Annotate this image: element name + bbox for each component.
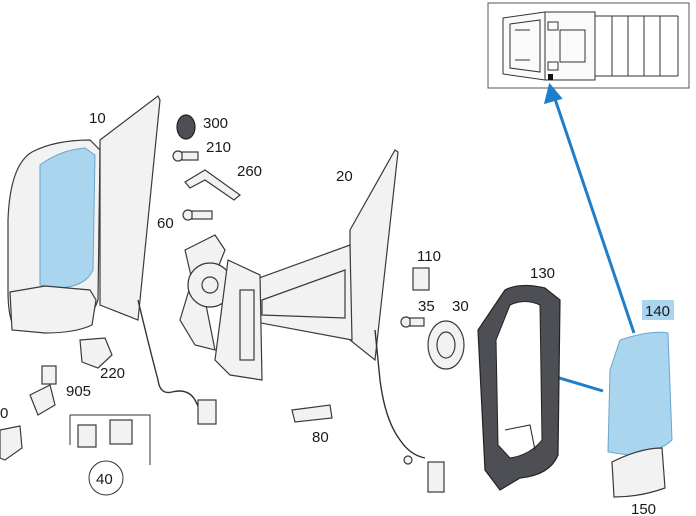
part-300-grommet <box>176 114 196 140</box>
part-210-screw <box>172 150 199 162</box>
vehicle-overview-inset <box>487 2 690 89</box>
label-60: 60 <box>157 215 174 232</box>
part-40-circle <box>88 460 124 496</box>
highlight-box-140 <box>642 300 674 320</box>
mirror-location-marker <box>548 74 553 80</box>
complete-mirror-assembly <box>7 95 217 425</box>
label-30: 30 <box>452 298 469 315</box>
label-35: 35 <box>418 298 435 315</box>
part-260-bracket <box>184 169 241 201</box>
mirror-glass-10 <box>39 147 96 289</box>
part-left-cut <box>0 425 23 461</box>
label-210: 210 <box>206 139 231 156</box>
label-140: 140 <box>645 303 670 320</box>
part-905-lamp <box>29 365 57 416</box>
label-20: 20 <box>336 168 353 185</box>
part-80-handle <box>291 404 333 423</box>
part-220-cover <box>79 337 113 369</box>
label-40: 40 <box>96 471 113 488</box>
part-30-motor <box>427 320 465 370</box>
label-905: 905 <box>66 383 91 400</box>
location-arrow <box>552 95 636 334</box>
part-150-lower-glass <box>611 447 666 498</box>
label-10: 10 <box>89 110 106 127</box>
label-left-cut: 0 <box>0 405 8 422</box>
van-top-view-icon <box>502 11 679 81</box>
location-arrow-head <box>543 82 563 105</box>
label-130: 130 <box>530 265 555 282</box>
label-150: 150 <box>631 501 656 516</box>
part-40-clip-set <box>69 414 151 496</box>
label-110: 110 <box>417 248 441 265</box>
label-260: 260 <box>237 163 262 180</box>
part-35-screw <box>400 316 425 328</box>
mirror-arm-assembly <box>179 149 445 493</box>
label-80: 80 <box>312 429 329 446</box>
label-300: 300 <box>203 115 228 132</box>
part-130-housing <box>477 284 561 491</box>
part-60-screw <box>182 209 213 221</box>
label-220: 220 <box>100 365 125 382</box>
part-140-mirror-glass <box>607 331 673 456</box>
part-110-switch <box>412 267 430 291</box>
